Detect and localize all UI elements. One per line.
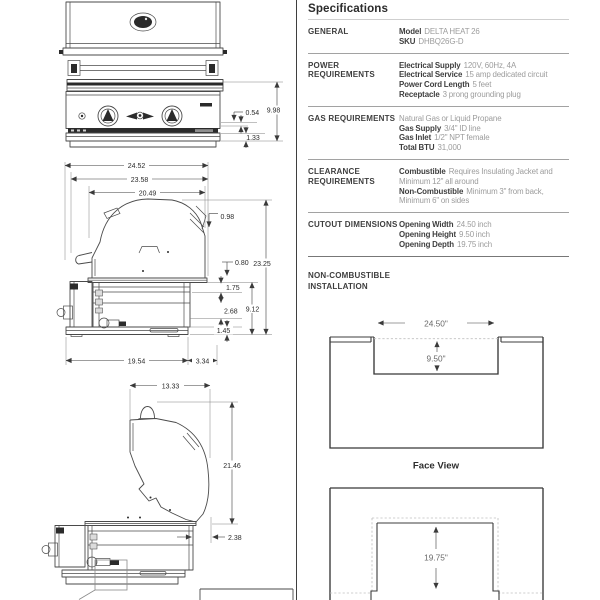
front-view-drawing: 9.98 0.54 1.33 — [59, 1, 284, 148]
spec-row: Natural Gas or Liquid Propane — [399, 113, 502, 123]
dim-label-24-52: 24.52 — [128, 163, 146, 170]
spec-section-label: CUTOUT DIMENSIONS — [308, 220, 398, 230]
dim-label-19-54: 19.54 — [128, 358, 146, 365]
dim-label-2-38: 2.38 — [228, 535, 242, 542]
gas-valve — [63, 305, 73, 320]
dim-label-1-75: 1.75 — [226, 285, 240, 292]
installation-heading-line2: INSTALLATION — [308, 281, 368, 291]
burner-knob-right — [161, 105, 183, 127]
top-view-diagram: 19.75" — [329, 487, 544, 600]
face-view-diagram: 24.50" 9.50" Face View — [329, 319, 544, 472]
dim-label-2-68: 2.68 — [224, 309, 238, 316]
dim-label-0-54: 0.54 — [246, 110, 260, 117]
dim-label-1-45: 1.45 — [217, 328, 231, 335]
callout-box — [94, 559, 128, 591]
spec-section-gas: GAS REQUIREMENTS Natural Gas or Liquid P… — [308, 107, 569, 160]
installation-heading-line1: NON-COMBUSTIBLE — [308, 270, 391, 280]
dim-label-23-25: 23.25 — [253, 261, 271, 268]
dim-label-3-34: 3.34 — [196, 358, 210, 365]
dim-label-9-98: 9.98 — [267, 108, 281, 115]
lid-handle-knob — [140, 406, 155, 419]
page-title: Specifications — [308, 2, 389, 15]
spec-section-label: GENERAL — [308, 27, 349, 36]
title-rule — [308, 19, 569, 20]
panel-nameplate — [200, 103, 212, 107]
dim-label-1-33: 1.33 — [246, 135, 260, 142]
cutout-width-label: 24.50" — [424, 319, 448, 329]
column-divider — [296, 0, 298, 600]
dim-label-23-58: 23.58 — [131, 177, 149, 184]
cutout-height-label: 9.50" — [426, 354, 445, 364]
brand-logo-icon — [126, 111, 154, 120]
dim-label-13-33: 13.33 — [162, 383, 180, 390]
dim-label-0-98: 0.98 — [221, 214, 235, 221]
dim-label-21-46: 21.46 — [223, 463, 241, 470]
handle-bar — [67, 60, 219, 76]
dim-label-0-80: 0.80 — [235, 260, 249, 267]
spec-section-label: CLEARANCE REQUIREMENTS — [308, 166, 375, 186]
gas-elbow — [98, 317, 110, 329]
burner-knob-left — [97, 105, 119, 127]
dim-label-9-12: 9.12 — [246, 307, 260, 314]
spec-section-label: GAS REQUIREMENTS — [308, 113, 396, 123]
gas-valve — [48, 542, 58, 557]
dim-label-20-49: 20.49 — [139, 190, 157, 197]
cutout-depth-label: 19.75" — [424, 553, 448, 563]
indicator-light — [78, 112, 86, 120]
installation-heading: NON-COMBUSTIBLE INSTALLATION — [308, 270, 569, 292]
lid-badge-icon — [129, 12, 157, 32]
open-lid-view-drawing: 13.33 21.46 2.38 — [41, 381, 294, 600]
face-view-caption: Face View — [413, 461, 460, 472]
side-view-drawing: 24.52 23.58 20.49 — [56, 161, 275, 365]
spec-section-label: POWER REQUIREMENTS — [308, 60, 375, 80]
gas-elbow — [86, 556, 98, 568]
